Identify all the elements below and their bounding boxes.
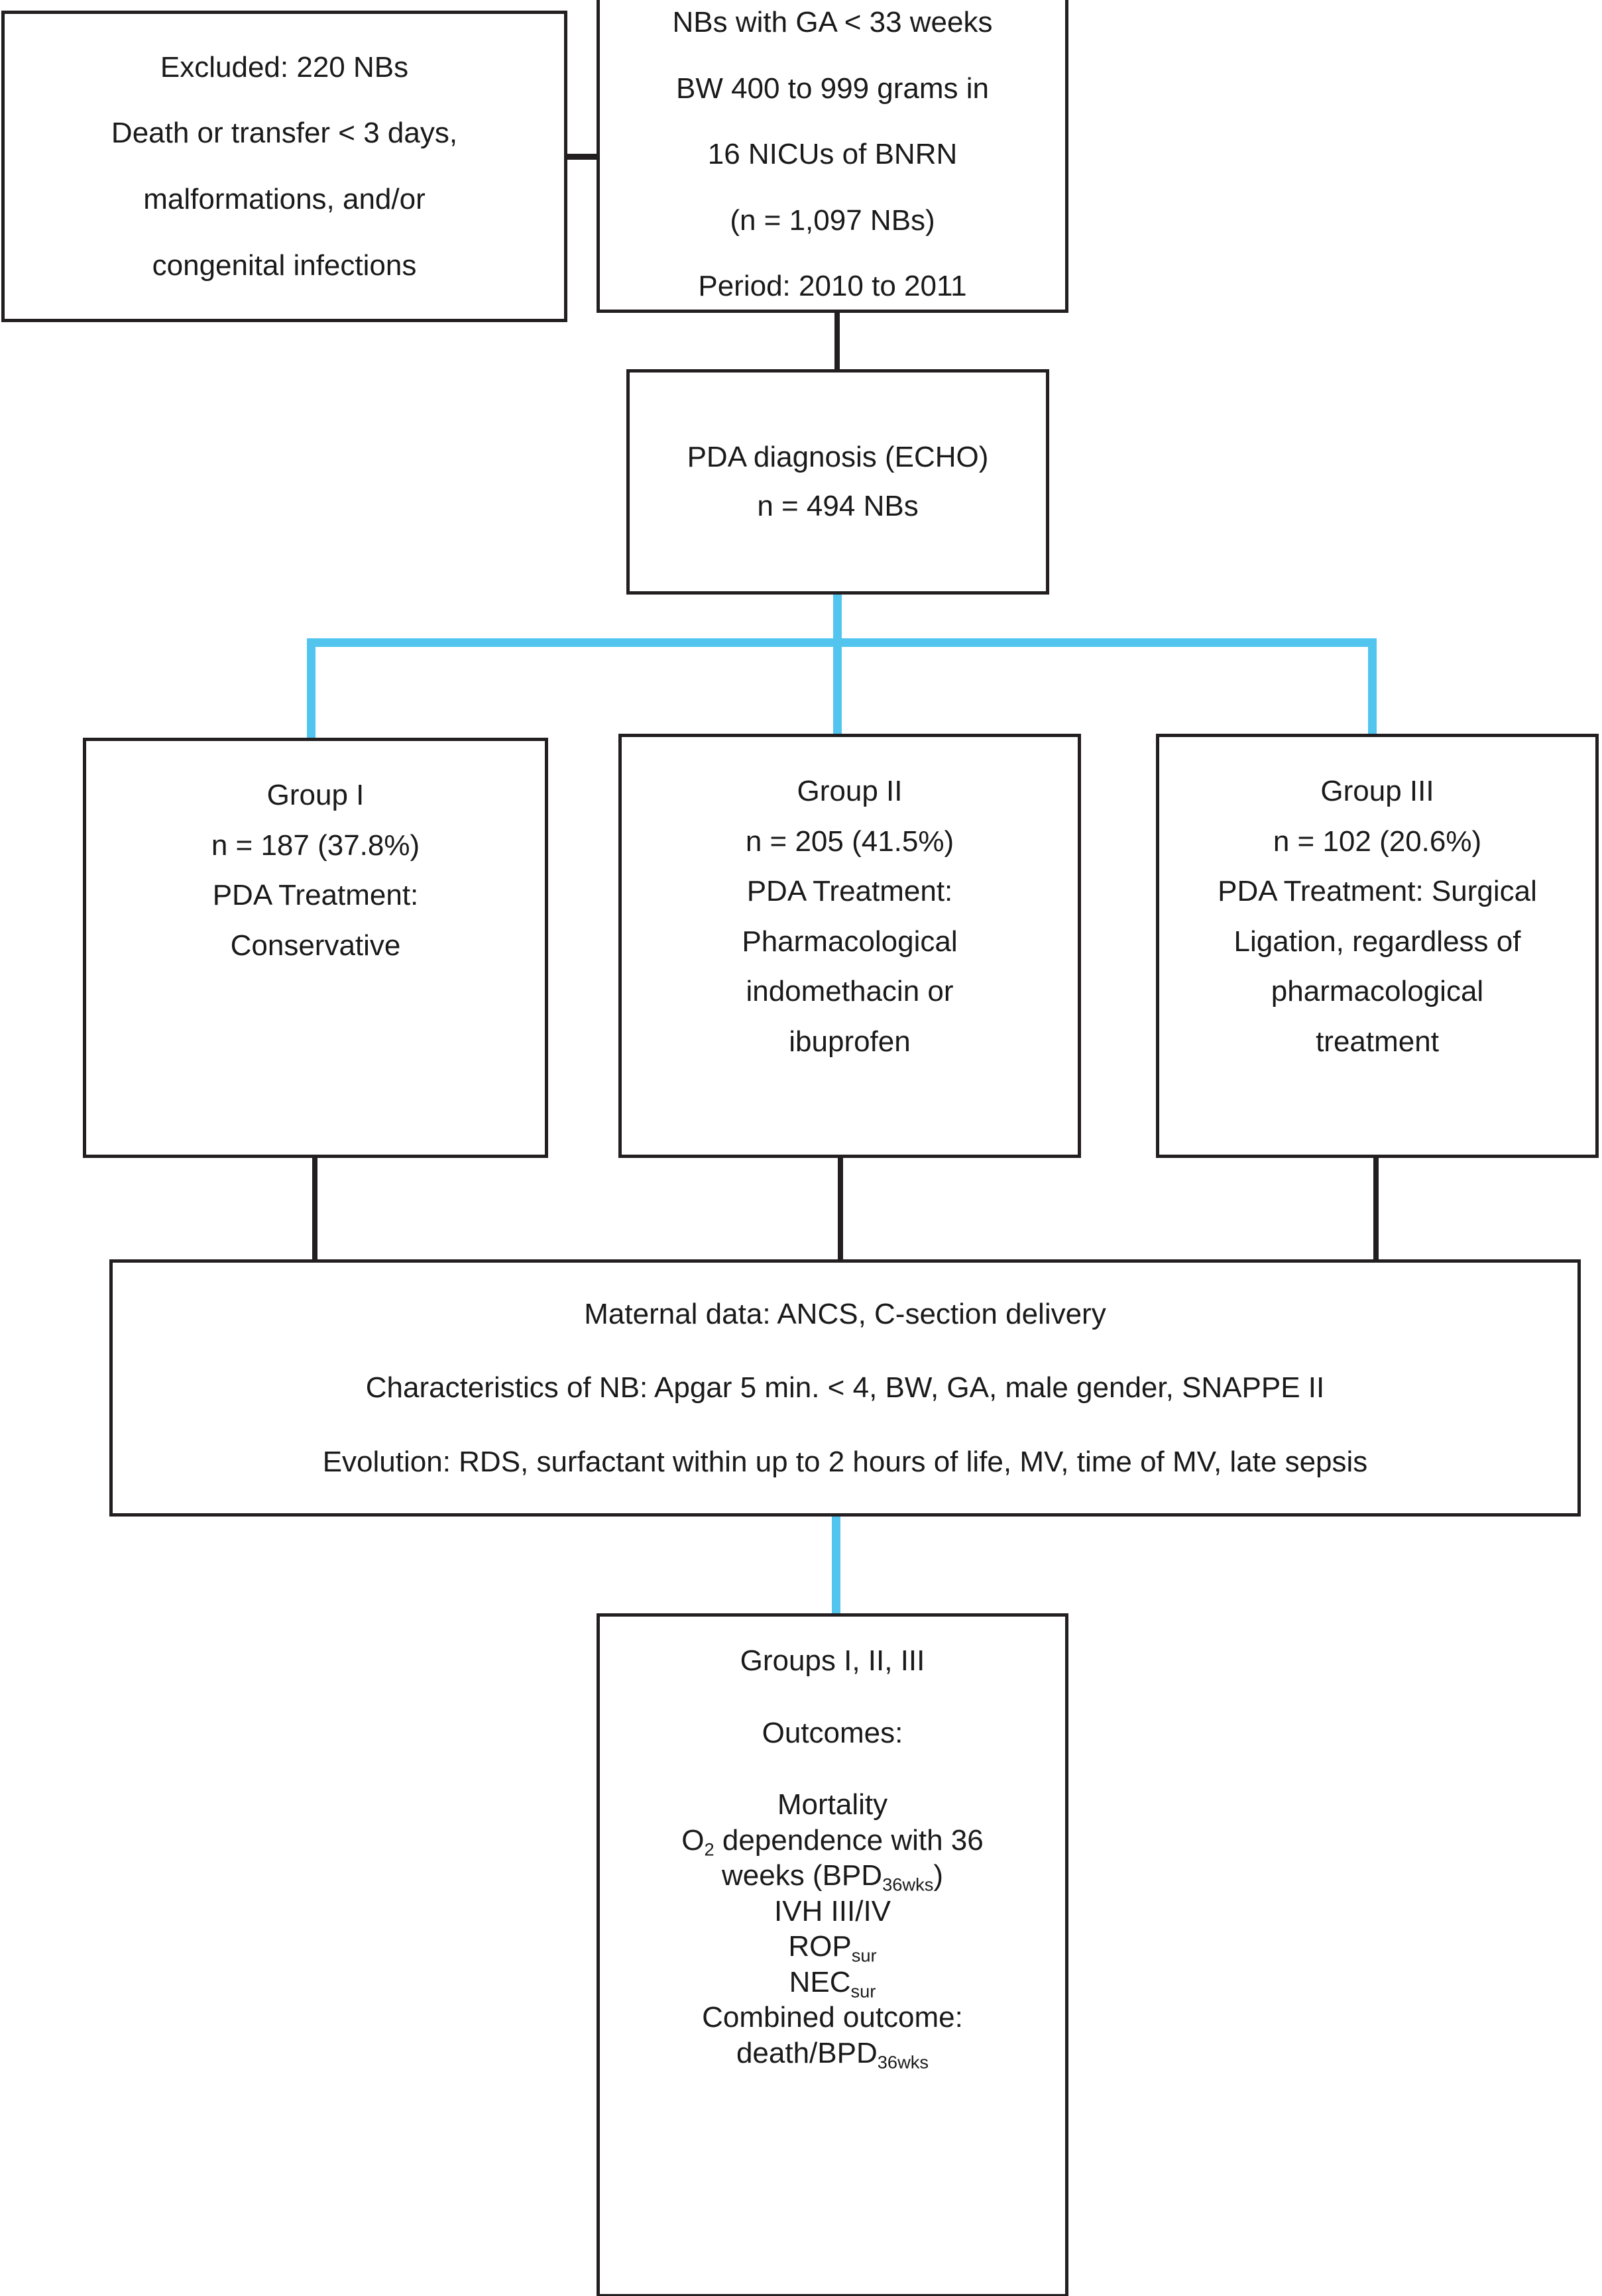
group-ii-line-6: ibuprofen (789, 1025, 911, 1058)
nec-lead: NEC (789, 1965, 851, 1998)
population-line-3: 16 NICUs of BNRN (707, 138, 958, 171)
nec-subscript: sur (850, 1980, 876, 2002)
death-bpd-lead: death/BPD (736, 2036, 878, 2069)
outcomes-subheading: Outcomes: (762, 1716, 903, 1749)
node-group-i: Group I n = 187 (37.8%) PDA Treatment: C… (83, 738, 548, 1158)
population-line-4: (n = 1,097 NBs) (730, 203, 935, 237)
node-group-iii: Group III n = 102 (20.6%) PDA Treatment:… (1156, 734, 1599, 1158)
outcomes-heading: Groups I, II, III (740, 1644, 925, 1677)
group-ii-line-4: Pharmacological (742, 925, 958, 958)
outcome-ivh: IVH III/IV (773, 1894, 891, 1927)
connector-group-ii-to-maternal (838, 1155, 843, 1264)
group-ii-line-3: PDA Treatment: (746, 875, 953, 908)
outcome-o2-dependence: O2 dependence with 36 (600, 1823, 1065, 1860)
population-line-2: BW 400 to 999 grams in (675, 72, 989, 105)
bpd-tail: ) (933, 1859, 944, 1892)
group-ii-line-1: Group II (797, 775, 903, 807)
connector-population-to-pda (834, 309, 840, 373)
group-i-line-1: Group I (266, 779, 365, 811)
connector-branch-to-group-iii (1368, 638, 1377, 738)
excluded-line-1: Excluded: 220 NBs (160, 50, 409, 84)
connector-group-iii-to-maternal (1373, 1155, 1379, 1264)
group-i-line-4: Conservative (230, 929, 401, 962)
node-excluded-newborns: Excluded: 220 NBs Death or transfer < 3 … (1, 11, 567, 322)
group-iii-line-3: PDA Treatment: Surgical (1218, 875, 1537, 908)
group-iii-line-5: pharmacological (1271, 975, 1484, 1008)
outcome-bpd36wks: weeks (BPD36wks) (600, 1859, 1065, 1895)
excluded-line-3: malformations, and/or (143, 183, 426, 215)
group-iii-line-1: Group III (1320, 775, 1434, 807)
maternal-line-3: Evolution: RDS, surfactant within up to … (322, 1445, 1368, 1478)
bpd-subscript: 36wks (882, 1874, 934, 1895)
group-i-line-2: n = 187 (37.8%) (211, 829, 420, 862)
death-bpd-subscript: 36wks (877, 2051, 929, 2073)
node-outcomes: Groups I, II, III Outcomes: Mortality O2… (597, 1613, 1068, 2296)
outcome-mortality: Mortality (777, 1788, 888, 1821)
population-line-1: NBs with GA < 33 weeks (672, 6, 993, 39)
o2-subscript: 2 (704, 1839, 715, 1860)
rop-lead: ROP (788, 1930, 852, 1963)
maternal-line-1: Maternal data: ANCS, C-section delivery (584, 1297, 1106, 1330)
node-pda-diagnosis: PDA diagnosis (ECHO) n = 494 NBs (626, 369, 1049, 595)
o2-tail: dependence with 36 (714, 1823, 984, 1857)
group-ii-line-2: n = 205 (41.5%) (745, 825, 954, 858)
node-study-population: NBs with GA < 33 weeks BW 400 to 999 gra… (597, 0, 1068, 313)
outcome-combined-label: Combined outcome: (702, 2001, 963, 2034)
connector-group-i-to-maternal (312, 1155, 317, 1264)
outcome-death-bpd36wks: death/BPD36wks (600, 2036, 1065, 2073)
node-collected-variables: Maternal data: ANCS, C-section delivery … (109, 1259, 1581, 1517)
maternal-line-2: Characteristics of NB: Apgar 5 min. < 4,… (365, 1371, 1325, 1405)
connector-branch-bus (307, 638, 1377, 647)
population-line-5: Period: 2010 to 2011 (698, 270, 967, 303)
connector-maternal-to-outcomes (832, 1513, 840, 1617)
group-iii-line-4: Ligation, regardless of (1233, 925, 1521, 958)
connector-branch-to-group-i (307, 638, 315, 741)
excluded-line-4: congenital infections (152, 249, 417, 282)
connector-pda-to-branch-stem (833, 590, 842, 647)
group-ii-line-5: indomethacin or (746, 975, 954, 1008)
o2-base: O (681, 1823, 705, 1857)
group-iii-line-2: n = 102 (20.6%) (1273, 825, 1482, 858)
pda-line-2: n = 494 NBs (757, 490, 919, 522)
rop-subscript: sur (851, 1945, 877, 1966)
node-group-ii: Group II n = 205 (41.5%) PDA Treatment: … (618, 734, 1081, 1158)
group-iii-line-6: treatment (1316, 1025, 1439, 1058)
excluded-line-2: Death or transfer < 3 days, (111, 117, 458, 150)
outcome-rop-sur: ROPsur (600, 1930, 1065, 1966)
connector-branch-to-group-ii (833, 638, 842, 738)
outcome-nec-sur: NECsur (600, 1965, 1065, 2002)
group-i-line-3: PDA Treatment: (212, 879, 419, 912)
pda-line-1: PDA diagnosis (ECHO) (687, 441, 989, 474)
bpd-lead: weeks (BPD (721, 1859, 883, 1892)
connector-excluded-to-population (565, 154, 599, 160)
